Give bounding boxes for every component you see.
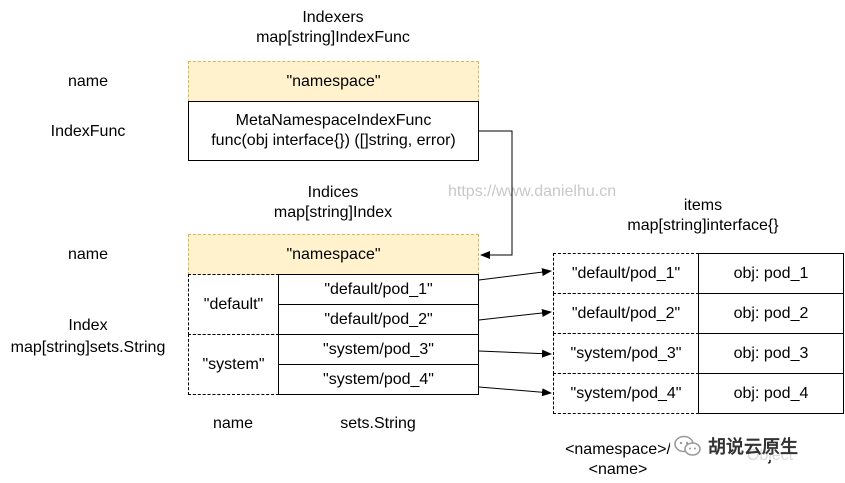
set-to-item-arrow xyxy=(478,349,552,358)
set-to-item-arrow xyxy=(478,386,552,397)
indexers-type: map[string]IndexFunc xyxy=(256,29,410,46)
item-value-cell: obj: pod_4 xyxy=(698,373,844,414)
item-key-label: "system/pod_3" xyxy=(570,344,682,362)
item-value-label: obj: pod_3 xyxy=(733,344,809,362)
items-title: items xyxy=(683,197,723,214)
set-entry-label: "default/pod_1" xyxy=(324,280,433,298)
indexers-name-cell: "namespace" xyxy=(188,61,479,102)
item-value-label: obj: pod_4 xyxy=(733,384,809,402)
indexers-indexfunc-label: IndexFunc xyxy=(50,123,126,140)
brand-name: 胡说云原生 xyxy=(708,437,798,458)
set-entry-label: "system/pod_4" xyxy=(323,370,434,388)
watermark-url: https://www.danielhu.cn xyxy=(448,183,617,200)
set-entry-label: "system/pod_3" xyxy=(323,340,434,358)
item-key-label: "default/pod_1" xyxy=(571,264,681,282)
items-type: map[string]interface{} xyxy=(627,217,779,234)
index-key-default: "default" xyxy=(203,295,264,313)
items-footer-key-line1: <namespace>/ xyxy=(565,441,671,458)
indexfunc-connector xyxy=(479,130,513,259)
item-key-label: "default/pod_2" xyxy=(571,304,681,322)
indices-name-cell: "namespace" xyxy=(188,234,479,275)
indices-type: map[string]Index xyxy=(273,204,393,221)
indexers-name-value: "namespace" xyxy=(286,72,381,90)
index-key-system: "system" xyxy=(202,355,265,373)
indexers-func-cell: MetaNamespaceIndexFunc func(obj interfac… xyxy=(188,101,479,161)
item-value-label: obj: pod_1 xyxy=(733,264,809,282)
set-entry-cell: "system/pod_4" xyxy=(278,364,479,395)
items-footer-key-line2: <name> xyxy=(588,461,648,478)
wechat-icon xyxy=(674,435,701,456)
set-entry-label: "default/pod_2" xyxy=(324,310,433,328)
item-value-label: obj: pod_2 xyxy=(733,304,809,322)
indices-index-type: map[string]sets.String xyxy=(10,339,166,356)
indexers-func-signature: func(obj interface{}) ([]string, error) xyxy=(211,132,456,149)
indexers-name-label: name xyxy=(67,73,109,90)
indices-footer-name: name xyxy=(212,415,254,432)
set-to-item-arrow xyxy=(478,268,552,281)
indexers-func-name: MetaNamespaceIndexFunc xyxy=(235,112,432,129)
indexers-title: Indexers xyxy=(302,9,364,26)
item-key-label: "system/pod_4" xyxy=(570,384,682,402)
indices-title: Indices xyxy=(307,184,359,201)
brand-badge: 胡说云原生 xyxy=(670,432,802,460)
indices-footer-sets: sets.String xyxy=(340,415,416,432)
indices-name-value: "namespace" xyxy=(286,245,381,263)
set-to-item-arrow xyxy=(478,309,552,321)
indices-index-label: Index xyxy=(68,317,108,334)
indices-name-label: name xyxy=(67,246,109,263)
